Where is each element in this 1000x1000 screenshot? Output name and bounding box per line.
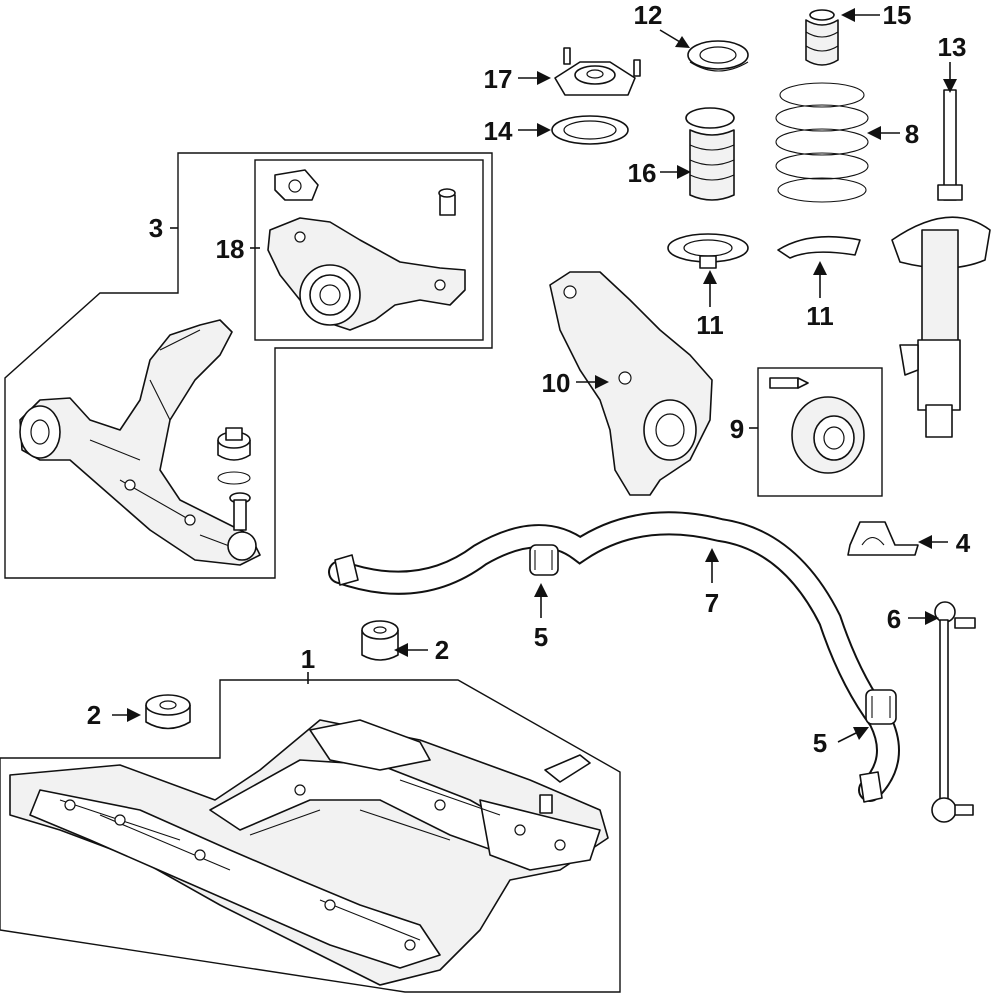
ball-joint-parts xyxy=(217,427,251,531)
callout-11-left: 11 xyxy=(696,310,724,340)
callout-4: 4 xyxy=(956,528,971,558)
subframe-part xyxy=(9,719,609,986)
spring-seat-right xyxy=(777,235,861,259)
hub-bearing-box xyxy=(757,367,883,497)
callout-5-left: 5 xyxy=(534,622,548,652)
bushing-upper xyxy=(361,620,399,661)
strut-assembly xyxy=(891,89,991,438)
callout-6: 6 xyxy=(887,604,901,634)
callout-16: 16 xyxy=(628,158,657,188)
callout-15: 15 xyxy=(883,0,912,30)
callout-5-right: 5 xyxy=(813,728,827,758)
callout-7: 7 xyxy=(705,588,719,618)
coil-spring xyxy=(775,82,869,203)
leader-lines xyxy=(112,8,957,743)
callout-3: 3 xyxy=(149,213,163,243)
callout-18: 18 xyxy=(216,234,245,264)
callout-2-upper: 2 xyxy=(435,635,449,665)
stabilizer-link xyxy=(931,601,976,823)
bump-stop-seat xyxy=(687,40,749,72)
strut-mount xyxy=(554,47,641,96)
callout-9: 9 xyxy=(730,414,744,444)
bump-stop xyxy=(805,9,839,66)
stabilizer-bracket xyxy=(847,521,919,556)
stabilizer-bushing-right xyxy=(865,689,897,725)
lower-control-arm-box xyxy=(4,152,493,579)
callout-17: 17 xyxy=(484,64,513,94)
bushing-lower xyxy=(145,694,191,730)
subframe-box xyxy=(0,679,621,993)
lower-control-arm xyxy=(19,319,261,566)
callout-1: 1 xyxy=(301,644,315,674)
callout-2-lower: 2 xyxy=(87,700,101,730)
stabilizer-bushing-left xyxy=(529,544,559,576)
callout-11-right: 11 xyxy=(806,301,834,331)
callout-14: 14 xyxy=(484,116,513,146)
bushing-detail-box xyxy=(254,159,484,341)
mount-bearing xyxy=(551,115,629,145)
steering-knuckle xyxy=(549,271,713,496)
callout-10: 10 xyxy=(542,368,571,398)
callout-13: 13 xyxy=(938,32,967,62)
dust-boot xyxy=(685,107,735,201)
compliance-bushing-assembly xyxy=(267,169,466,331)
hub-bearing xyxy=(769,377,865,474)
callout-8: 8 xyxy=(905,119,919,149)
spring-seat-left xyxy=(667,233,749,269)
callout-12: 12 xyxy=(634,0,663,30)
